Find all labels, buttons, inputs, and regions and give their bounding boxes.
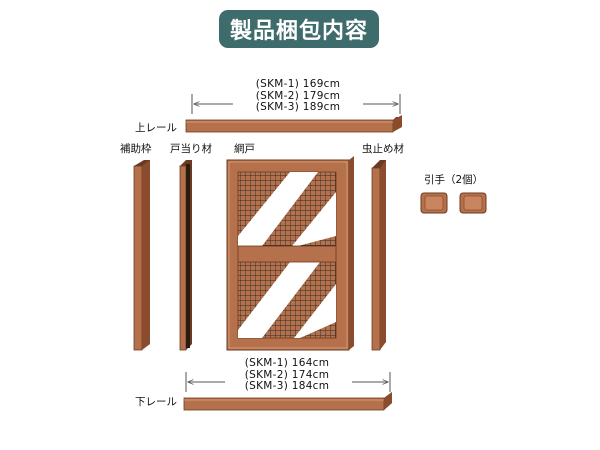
lower-rail (183, 392, 392, 411)
upper-rail-dim-2: (SKM-2) 179cm (256, 90, 341, 102)
lower-rail-dim-2: (SKM-2) 174cm (245, 369, 330, 381)
hojowaku-label: 補助枠 (120, 142, 152, 155)
hojowaku-post (133, 160, 150, 351)
mushidome-label: 虫止め材 (362, 142, 404, 155)
mushidome-post (371, 160, 386, 351)
lower-rail-dim-3: (SKM-3) 184cm (245, 380, 330, 392)
lower-rail-dimension: (SKM-1) 164cm (SKM-2) 174cm (SKM-3) 184c… (185, 357, 391, 392)
toatari-label: 戸当り材 (170, 142, 212, 155)
amido-label: 網戸 (234, 142, 255, 155)
toatari-post (179, 160, 192, 351)
hikite-label: 引手（2個） (424, 173, 483, 186)
handle-2 (459, 192, 487, 214)
handle-1 (420, 192, 448, 214)
lower-rail-dim-1: (SKM-1) 164cm (245, 357, 330, 369)
upper-rail-label: 上レール (135, 122, 177, 134)
screen-door (226, 156, 354, 351)
page-title: 製品梱包内容 (219, 10, 379, 48)
upper-rail-dim-1: (SKM-1) 169cm (256, 78, 341, 90)
upper-rail-dimension: (SKM-1) 169cm (SKM-2) 179cm (SKM-3) 189c… (191, 78, 401, 114)
upper-rail-dim-3: (SKM-3) 189cm (256, 101, 341, 113)
lower-rail-label: 下レール (135, 396, 177, 408)
upper-rail (185, 115, 402, 133)
